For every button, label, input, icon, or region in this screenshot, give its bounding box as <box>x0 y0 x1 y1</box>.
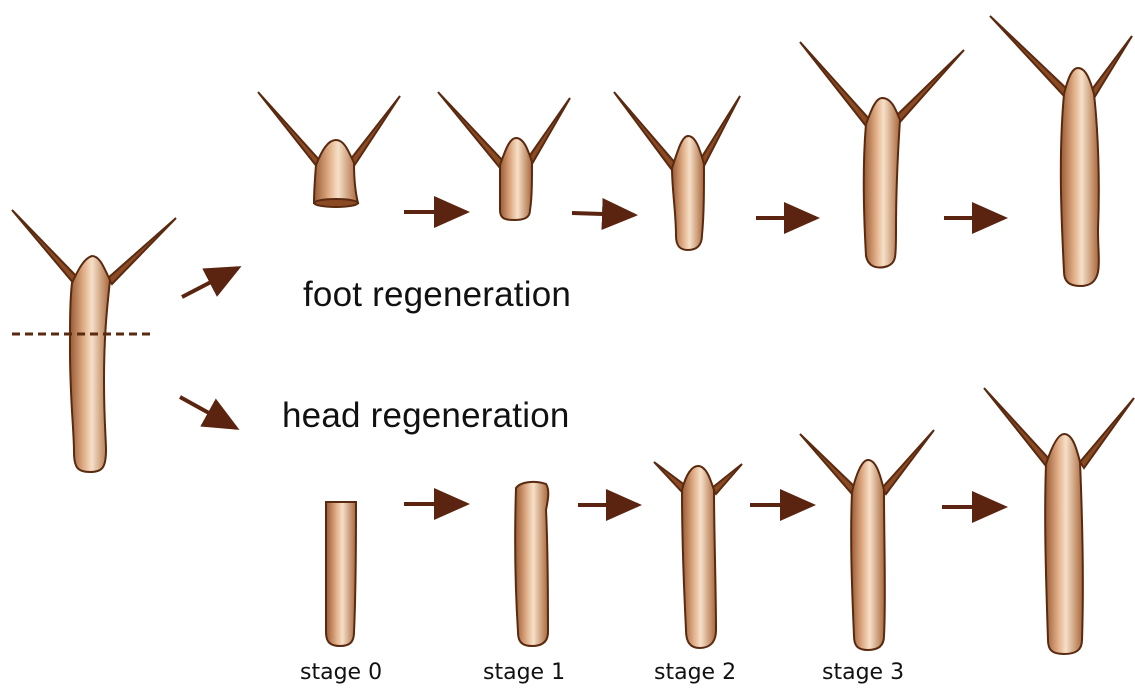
hydra-body <box>70 256 110 472</box>
stage-2-label: stage 2 <box>654 660 736 685</box>
head-regen-stage-1 <box>515 482 548 646</box>
tentacle-right <box>1090 36 1132 98</box>
head-regeneration-label: head regeneration <box>282 396 570 436</box>
tentacle-left <box>984 388 1050 466</box>
stage-1-label: stage 1 <box>483 660 565 685</box>
tentacle-left <box>258 92 322 168</box>
head-regen-stage-0 <box>326 502 356 646</box>
tentacle-right <box>882 430 934 494</box>
tentacle-left <box>990 16 1068 96</box>
tentacle-left <box>654 462 686 492</box>
arrow-to-foot-row <box>182 268 238 297</box>
tentacle-left <box>12 210 80 285</box>
hydra-body <box>314 140 358 203</box>
head-regen-stage-2 <box>654 462 742 648</box>
hydra-body <box>851 460 885 650</box>
tentacle-right <box>896 50 964 122</box>
foot-regen-step-1 <box>258 92 400 207</box>
hydra-body <box>672 136 704 250</box>
foot-regen-step-5 <box>990 16 1132 286</box>
hydra-body <box>864 98 900 268</box>
foot-regeneration-label: foot regeneration <box>303 275 571 315</box>
tentacle-right <box>712 464 742 494</box>
tentacle-left <box>800 434 856 494</box>
tentacle-right <box>700 96 740 166</box>
hydra-body <box>515 482 548 646</box>
tentacle-left <box>800 42 870 126</box>
hydra-body <box>682 466 716 648</box>
original-hydra <box>12 210 176 472</box>
foot-regen-step-2 <box>438 92 570 220</box>
head-regen-stage-3 <box>800 430 934 650</box>
hydra-body <box>1061 68 1099 286</box>
foot-arrow-2 <box>572 213 634 215</box>
head-regen-final <box>984 388 1134 654</box>
tentacle-right <box>1080 398 1134 468</box>
tentacle-right <box>528 98 570 164</box>
stage-0-label: stage 0 <box>300 660 382 685</box>
tentacle-right <box>108 218 176 284</box>
tentacle-left <box>438 92 504 168</box>
arrow-to-head-row <box>180 397 236 428</box>
foot-regen-step-3 <box>614 92 740 250</box>
tentacle-right <box>350 96 400 166</box>
hydra-body <box>500 138 532 220</box>
tentacle-left <box>614 92 676 170</box>
hydra-body <box>326 502 356 646</box>
stage-3-label: stage 3 <box>822 660 904 685</box>
hydra-body <box>1045 434 1083 654</box>
foot-regen-step-4 <box>800 42 964 268</box>
